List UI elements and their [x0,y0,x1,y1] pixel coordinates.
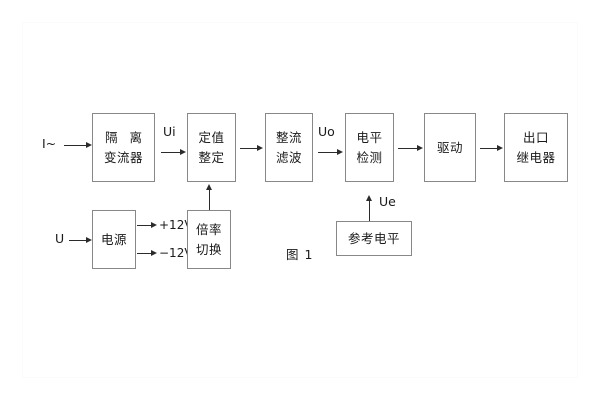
connector-reference-to-level-detect [369,201,370,221]
connector-driver-to-output-relay [480,148,497,149]
arrowhead-rectify-to-level [337,148,343,155]
connector-rail-positive [137,225,151,226]
block-isolation-transformer: 隔 离 变流器 [92,113,155,182]
arrowhead-rail-negative [151,249,157,256]
arrowhead-isolation-to-setting [180,148,186,155]
arrowhead-setting-to-rectify [257,144,263,151]
diagram-frame [22,22,578,378]
connector-isolation-to-setting [161,152,180,153]
arrowhead-multiplier-to-setting [205,184,212,190]
block-multiplier-switch-line2: 切换 [195,241,222,257]
arrowhead-voltage-to-power-supply [86,236,92,243]
figure-caption: 图 1 [286,247,314,262]
block-multiplier-switch-line1: 倍率 [195,222,222,238]
rail-label-positive: +12V [159,218,193,232]
block-output-relay-line1: 出口 [522,130,549,146]
block-isolation-transformer-line2: 变流器 [103,149,143,165]
arrowhead-reference-to-level-detect [365,195,372,201]
block-setting-adjust-line2: 整定 [198,149,225,165]
block-reference-level-line1: 参考电平 [347,230,400,246]
block-rectify-filter-line1: 整流 [275,130,302,146]
arrowhead-current-to-isolation [86,141,92,148]
arrowhead-rail-positive [151,221,157,228]
arrowhead-level-to-driver [417,144,423,151]
signal-label-ue: Ue [379,194,396,209]
block-setting-adjust-line1: 定值 [198,130,225,146]
connector-level-to-driver [398,148,417,149]
block-level-detect: 电平 检测 [345,113,394,182]
input-label-current: I~ [42,136,57,151]
connector-setting-to-rectify [240,148,257,149]
block-output-relay-line2: 继电器 [516,149,556,165]
arrowhead-driver-to-output-relay [497,144,503,151]
block-multiplier-switch: 倍率 切换 [187,210,231,269]
connector-voltage-to-power-supply [69,240,86,241]
block-driver-line1: 驱动 [436,139,463,155]
block-power-supply: 电源 [92,210,136,269]
block-driver: 驱动 [424,113,476,182]
connector-multiplier-to-setting [209,190,210,210]
connector-rail-negative [137,253,151,254]
block-isolation-transformer-line1: 隔 离 [105,130,146,146]
block-power-supply-line1: 电源 [100,231,127,247]
connector-current-to-isolation [64,145,86,146]
block-setting-adjust: 定值 整定 [187,113,236,182]
block-level-detect-line1: 电平 [356,130,383,146]
rail-label-negative: −12V [159,246,193,260]
block-rectify-filter: 整流 滤波 [265,113,313,182]
block-reference-level: 参考电平 [336,221,412,256]
connector-rectify-to-level [318,152,337,153]
block-rectify-filter-line2: 滤波 [275,149,302,165]
signal-label-uo: Uo [318,124,335,139]
block-level-detect-line2: 检测 [356,149,383,165]
input-label-voltage: U [55,231,65,246]
block-output-relay: 出口 继电器 [504,113,568,182]
signal-label-ui: Ui [163,124,176,139]
